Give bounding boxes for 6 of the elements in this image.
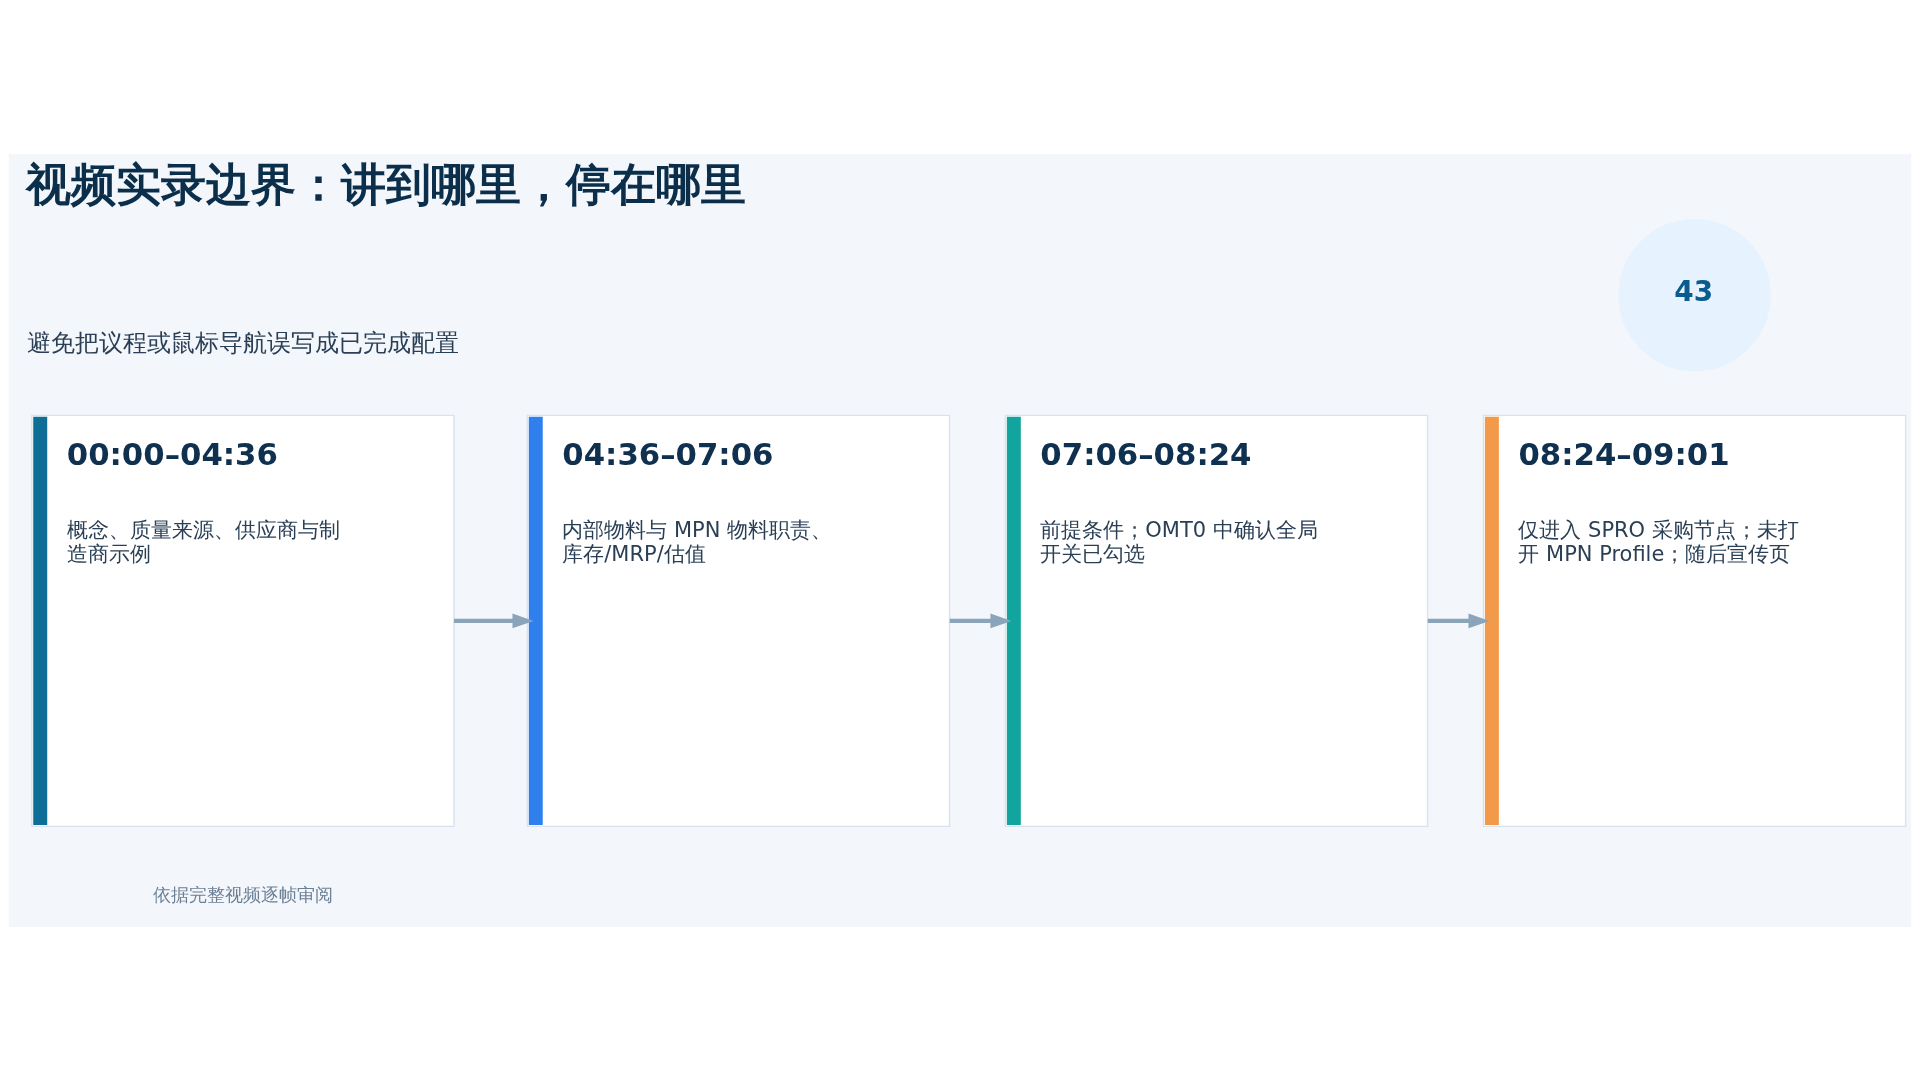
arrow	[949, 613, 1012, 628]
arrow	[454, 613, 534, 628]
diagram-title: 视频实录边界：讲到哪里，停在哪里	[25, 157, 746, 211]
label: 依据完整视频逐帧审阅	[152, 883, 333, 905]
label: 避免把议程或鼠标导航误写成已完成配置	[26, 328, 459, 357]
arrow	[1427, 613, 1490, 628]
